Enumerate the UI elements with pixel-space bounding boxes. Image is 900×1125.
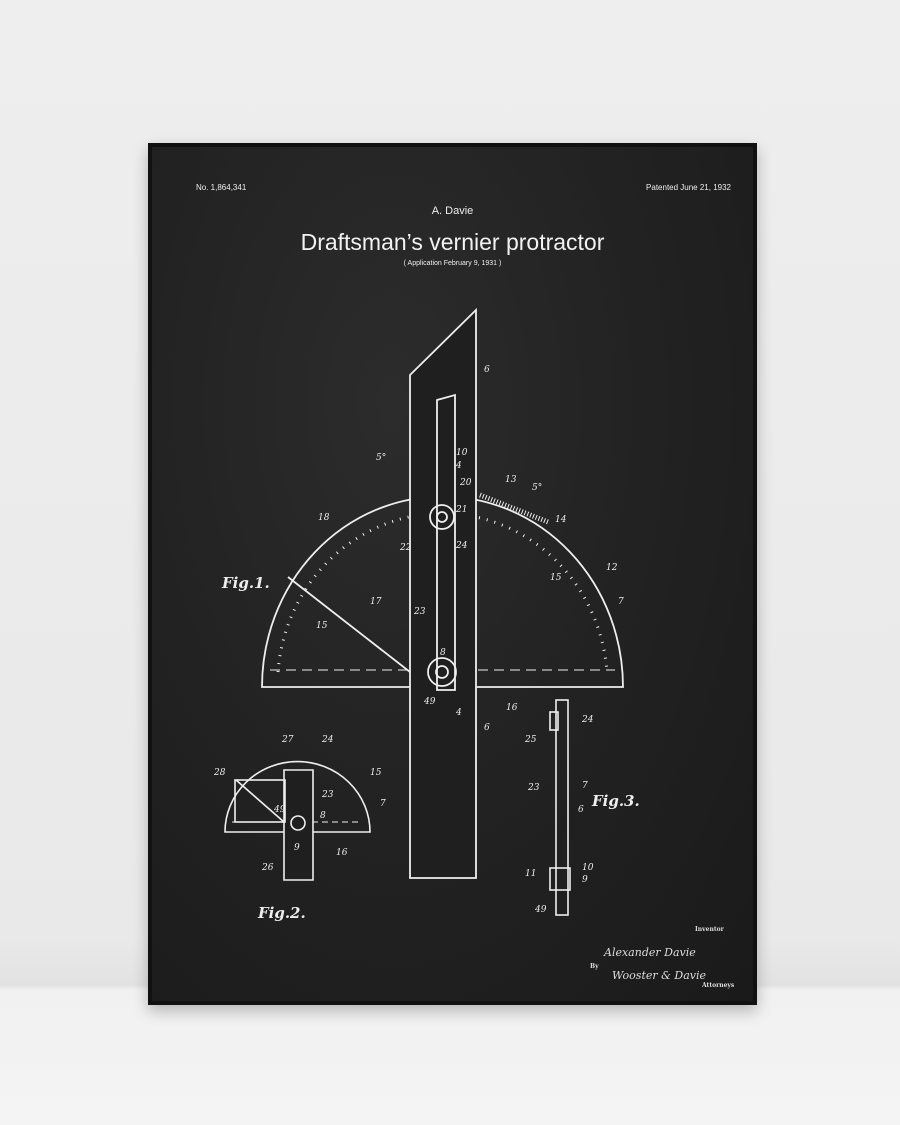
reference-number: 10 [582,863,594,873]
reference-number: 6 [484,365,490,375]
fig2-label: Fig.2. [257,904,306,922]
application-date: ( Application February 9, 1931 ) [403,260,502,267]
fig1-label: Fig.1. [221,574,270,592]
reference-number: 12 [606,563,618,573]
reference-number: 14 [555,515,567,525]
reference-number: 13 [505,475,517,485]
reference-number: 8 [440,648,446,658]
reference-number: 23 [527,783,540,793]
by-label: By [590,963,599,970]
reference-number: 22 [399,543,412,553]
reference-number: 49 [534,905,547,915]
fig1-reference-numbers: 6 5° 10 4 20 21 24 13 5° 14 18 12 7 15 2… [316,365,624,733]
reference-number: 7 [582,781,588,791]
attorneys-label: Attorneys [701,982,735,989]
reference-number: 5° [376,453,386,463]
reference-number: 21 [455,505,467,515]
inventor-signature: Alexander Davie [603,946,696,959]
fig1-protractor [261,307,624,879]
reference-number: 23 [413,607,426,617]
fig2-reference-numbers: 27 24 28 15 23 7 49 8 9 16 26 [213,735,386,873]
reference-number: 24 [581,715,594,725]
reference-number: 17 [370,597,382,607]
reference-number: 16 [336,848,348,858]
reference-number: 24 [455,541,468,551]
reference-number: 49 [423,697,436,707]
reference-number: 7 [618,597,624,607]
reference-number: 28 [213,768,226,778]
reference-number: 7 [380,799,386,809]
reference-number: 9 [294,843,300,853]
reference-number: 6 [578,805,584,815]
patent-date: Patented June 21, 1932 [646,183,731,192]
reference-number: 27 [281,735,294,745]
reference-number: 6 [484,723,490,733]
attorneys-signature: Wooster & Davie [612,969,707,982]
reference-number: 4 [455,461,462,471]
reference-number: 15 [550,573,562,583]
fig3-side-view [549,699,571,916]
reference-number: 20 [459,478,472,488]
reference-number: 9 [582,875,588,885]
reference-number: 5° [532,483,542,493]
reference-number: 4 [455,708,462,718]
reference-number: 8 [320,811,326,821]
reference-number: 24 [321,735,334,745]
author: A. Davie [431,205,474,217]
reference-number: 23 [321,790,334,800]
signature-block: Inventor Alexander Davie By Wooster & Da… [590,926,735,989]
reference-number: 26 [261,863,274,873]
reference-number: 10 [456,448,468,458]
fig3-label: Fig.3. [591,792,640,810]
fig1-blade [409,307,477,879]
fig2-protractor [224,760,371,881]
reference-number: 49 [273,805,286,815]
reference-number: 25 [524,735,537,745]
reference-number: 15 [370,768,382,778]
reference-number: 11 [525,869,536,879]
poster-title: Draftsman’s vernier protractor [300,229,605,255]
reference-number: 18 [318,513,330,523]
patent-number: No. 1,864,341 [196,183,247,192]
inventor-label: Inventor [695,926,725,933]
fig3-reference-numbers: 25 24 23 7 6 11 10 9 49 [524,715,594,915]
reference-number: 16 [506,703,518,713]
reference-number: 15 [316,621,328,631]
